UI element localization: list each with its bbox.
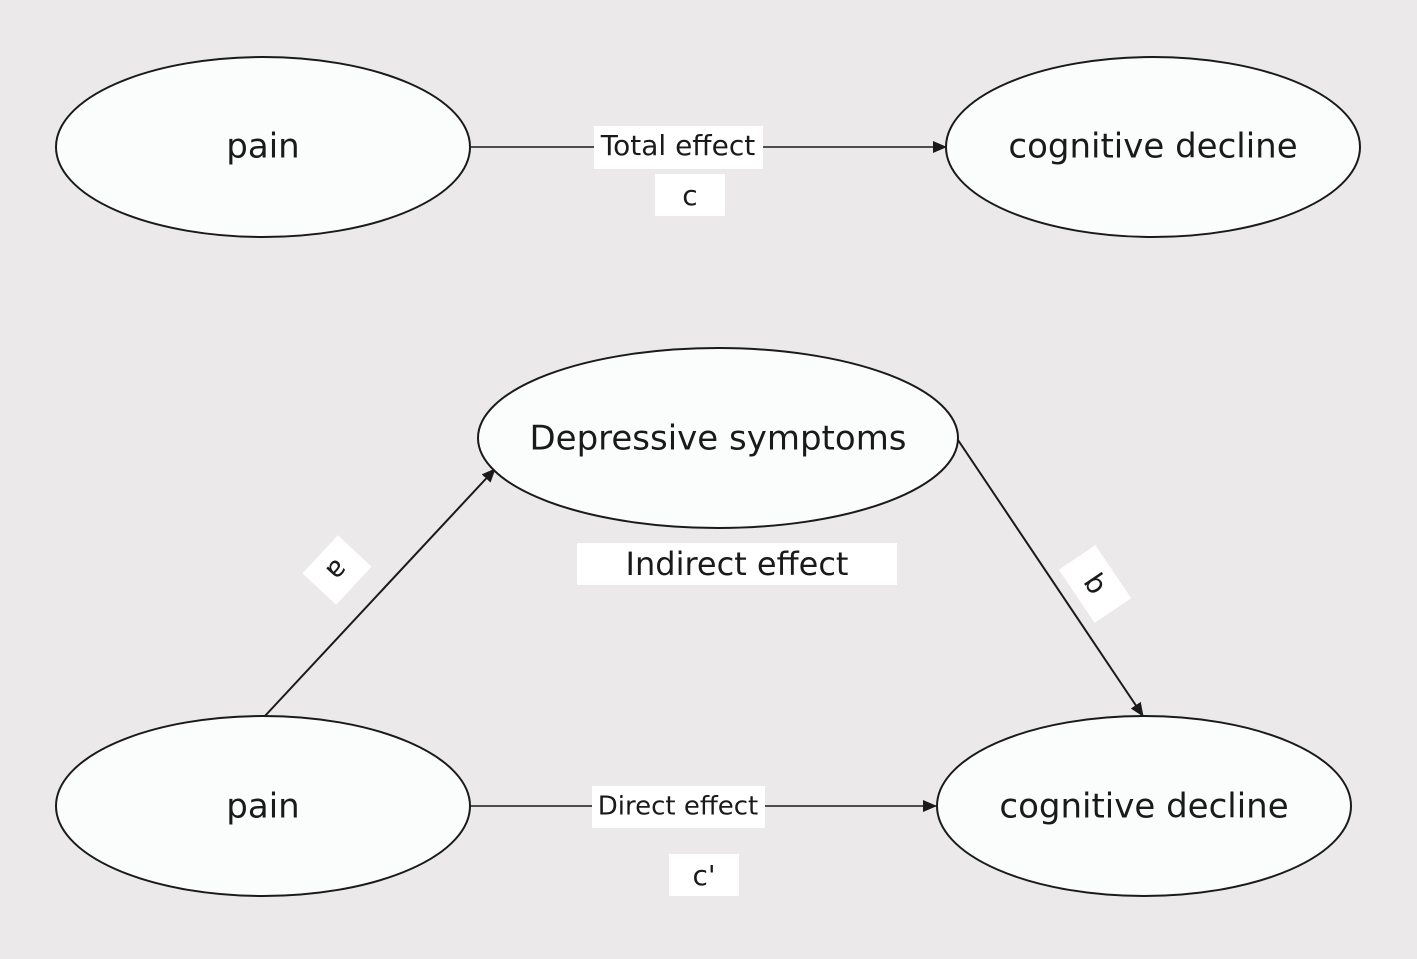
path-a-arrow	[263, 468, 496, 718]
path-b-label-group: b	[1058, 545, 1132, 623]
mediation-model: Depressive symptoms pain cognitive decli…	[55, 347, 1352, 897]
cognitive-decline-node-bottom	[936, 715, 1352, 897]
path-c-label-box	[655, 174, 725, 216]
path-c-prime-label-box	[669, 854, 739, 896]
path-b-arrow	[957, 439, 1144, 717]
pain-node-top	[55, 56, 471, 238]
path-b-label-box	[1058, 545, 1132, 623]
indirect-effect-label-box	[577, 543, 897, 585]
path-a-label-box	[302, 535, 372, 605]
pain-node-bottom	[55, 715, 471, 897]
path-c-label: c	[682, 179, 697, 212]
direct-effect-label: Direct effect	[598, 792, 759, 822]
depressive-symptoms-node-label: Depressive symptoms	[529, 419, 906, 459]
pain-node-top-label: pain	[226, 127, 299, 167]
cognitive-decline-node-bottom-label: cognitive decline	[999, 787, 1288, 827]
pain-node-bottom-label: pain	[226, 787, 299, 827]
total-effect-model: pain cognitive decline Total effect c	[55, 56, 1361, 238]
direct-effect-label-box	[592, 786, 765, 828]
total-effect-label-box	[594, 126, 763, 169]
path-c-prime-label: c'	[692, 859, 715, 892]
indirect-effect-label: Indirect effect	[626, 545, 849, 583]
path-a-label-group: a	[302, 535, 372, 605]
depressive-symptoms-node	[477, 347, 959, 529]
cognitive-decline-node-top-label: cognitive decline	[1008, 127, 1297, 167]
cognitive-decline-node-top	[945, 56, 1361, 238]
total-effect-label: Total effect	[600, 129, 755, 162]
